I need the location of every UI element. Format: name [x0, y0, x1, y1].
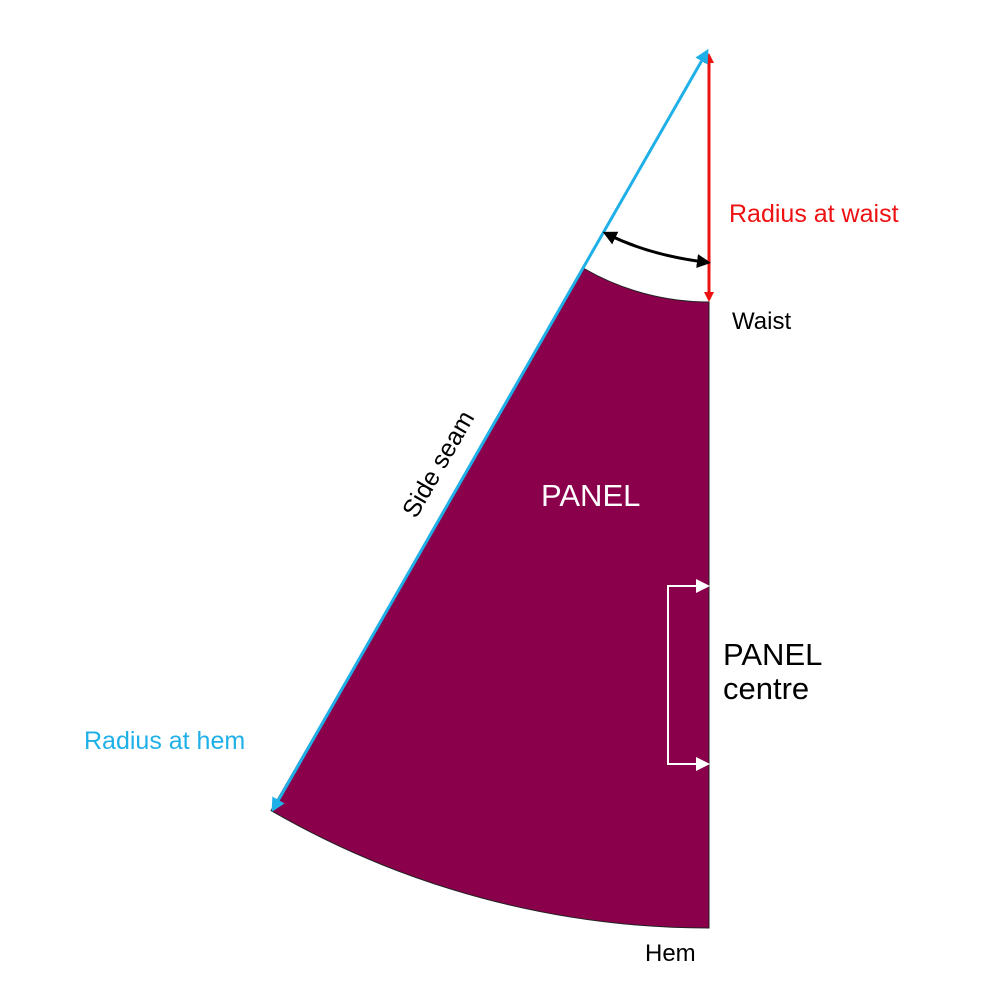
radius-hem-arrow	[271, 48, 709, 813]
waist-label: Waist	[732, 308, 792, 335]
panel-centre-bracket	[667, 585, 706, 765]
hem-label: Hem	[645, 940, 696, 967]
panel-label: PANEL	[541, 478, 641, 513]
angle-arc-arrow	[602, 231, 711, 269]
panel-centre-line1: PANEL	[723, 637, 823, 672]
radius-waist-label: Radius at waist	[729, 200, 899, 228]
panel-shape	[270, 267, 710, 929]
panel-centre-line2: centre	[723, 671, 810, 706]
radius-hem-label: Radius at hem	[84, 727, 246, 755]
panel-centre-label: PANEL centre	[723, 638, 822, 706]
